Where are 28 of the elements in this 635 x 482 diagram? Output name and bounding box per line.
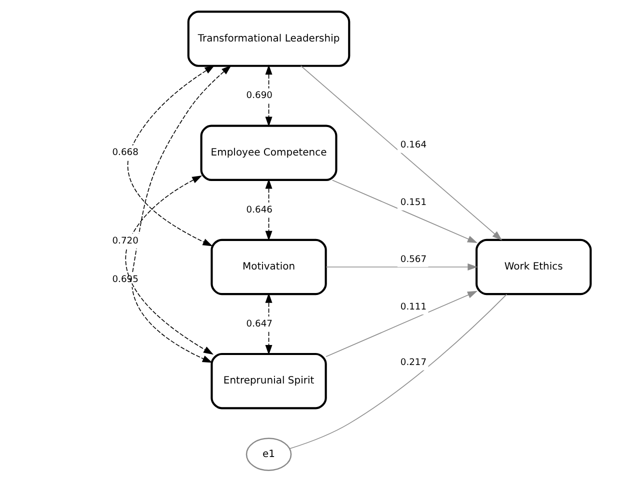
edge-label: 0.217	[400, 357, 427, 368]
arrow	[326, 290, 478, 358]
edge-label: 0.164	[400, 140, 427, 151]
node-box: Employee Competence	[200, 124, 338, 181]
edge-label: 0.646	[246, 204, 273, 216]
arrow	[127, 65, 215, 246]
edge-label: 0.151	[400, 197, 427, 208]
node-ellipse: e1	[246, 438, 292, 471]
node-box: Entreprunial Spirit	[210, 352, 327, 410]
node-box: Work Ethics	[476, 238, 592, 296]
edge-label: 0.647	[246, 318, 273, 330]
edge-label: 0.690	[246, 90, 273, 102]
arrow	[265, 178, 272, 241]
arrow	[300, 65, 502, 240]
arrow	[265, 292, 272, 356]
edge-label: 0.668	[112, 147, 138, 158]
connector	[289, 294, 508, 450]
arrow	[326, 263, 478, 270]
arrow	[265, 64, 272, 127]
edge-label: 0.720	[112, 236, 138, 247]
arrow	[125, 176, 214, 355]
edge-label: 0.567	[400, 254, 427, 265]
arrow	[131, 65, 232, 363]
arrow	[332, 180, 478, 244]
node-box: Transformational Leadership	[187, 10, 350, 67]
edge-label: 0.695	[112, 274, 138, 285]
edge-label: 0.111	[400, 301, 427, 312]
node-box: Motivation	[210, 238, 327, 296]
